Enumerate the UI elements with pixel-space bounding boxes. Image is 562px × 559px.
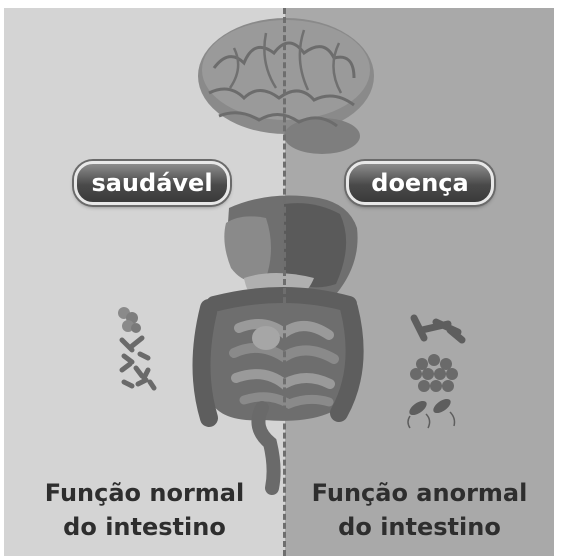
abnormal-function-caption: Função anormal do intestino <box>285 476 554 544</box>
intestine-illustration <box>202 293 362 488</box>
center-divider <box>283 8 286 556</box>
anatomy-illustration <box>4 8 554 556</box>
healthy-bacteria-illustration <box>118 307 154 388</box>
normal-caption-line2: do intestino <box>4 510 285 544</box>
healthy-label: saudável <box>74 161 230 205</box>
abnormal-caption-line1: Função anormal <box>285 476 554 510</box>
brain-illustration <box>198 18 374 154</box>
normal-caption-line1: Função normal <box>4 476 285 510</box>
normal-function-caption: Função normal do intestino <box>4 476 285 544</box>
disease-label: doença <box>346 161 494 205</box>
harmful-bacteria-illustration <box>407 318 462 428</box>
comparison-figure: saudável doença Função normal do intesti… <box>4 8 554 556</box>
abnormal-caption-line2: do intestino <box>285 510 554 544</box>
